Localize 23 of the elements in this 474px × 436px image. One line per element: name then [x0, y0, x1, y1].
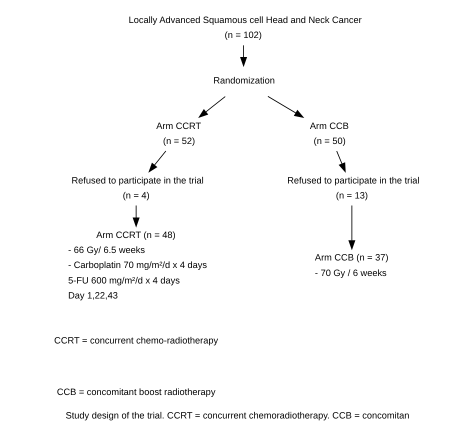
node-text: Randomization — [212, 76, 274, 86]
node-text: Refused to participate in the trial (n = 4) — [71, 175, 204, 201]
arrow — [148, 150, 166, 173]
node-label: 5-FU 600 mg/m²/d x 4 days — [68, 275, 180, 286]
node-label: - 70 Gy / 6 weeks — [314, 268, 386, 278]
arrow — [348, 205, 355, 250]
caption: Study design of the trial. CCRT = concurrent chemoradiotherapy. CCB = concomitan — [65, 410, 409, 420]
arrow — [132, 205, 140, 228]
node-label: - 66 Gy/ 6.5 weeks — [68, 245, 145, 256]
arrow — [336, 150, 346, 173]
node-text: Arm CCRT (n = 52) — [156, 120, 201, 146]
node-text: Locally Advanced Squamous cell Head and Neck Cancer (n = 102) — [128, 15, 362, 40]
label: CCRT = concurrent chemo-radiotherapy — [54, 336, 218, 346]
label: CCB = concomitant boost radiotherapy — [56, 386, 215, 397]
arrow — [266, 96, 304, 118]
arrow — [198, 96, 226, 118]
node-text: Arm CCB (n = 37) — [314, 252, 388, 263]
node-label: Day 1,22,43 — [68, 290, 118, 300]
node-text: Refused to participate in the trial (n = 13) — [286, 175, 419, 201]
node-text: Arm CCRT (n = 48) — [96, 230, 176, 240]
node-label: - Carboplatin 70 mg/m²/d x 4 days — [68, 260, 207, 270]
node-text: Arm CCB (n = 50) — [309, 120, 348, 146]
arrow — [240, 44, 247, 68]
